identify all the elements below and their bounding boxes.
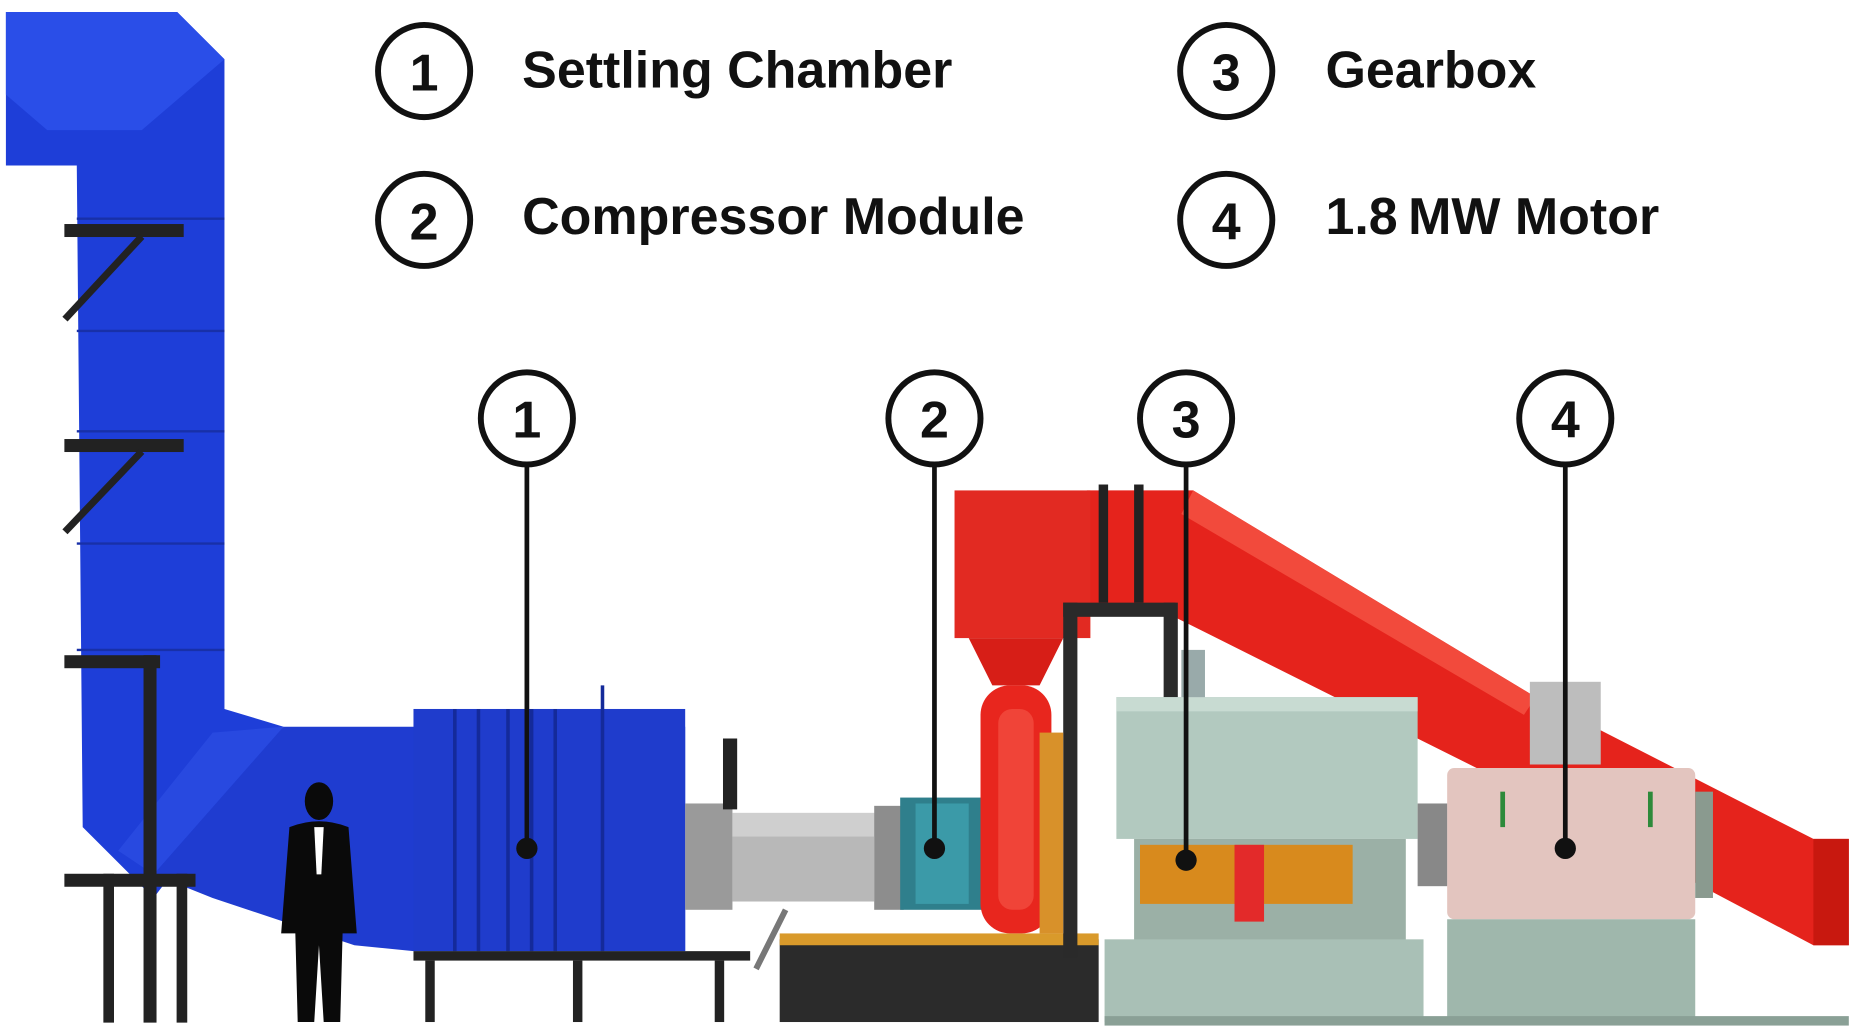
- svg-text:1: 1: [512, 392, 541, 450]
- svg-text:Settling Chamber: Settling Chamber: [522, 42, 952, 100]
- svg-text:1: 1: [410, 44, 439, 102]
- svg-text:1.8 MW Motor: 1.8 MW Motor: [1325, 188, 1659, 246]
- svg-text:2: 2: [920, 392, 949, 450]
- svg-text:3: 3: [1172, 392, 1201, 450]
- svg-text:2: 2: [410, 193, 439, 251]
- legend-item-4: 4 1.8 MW Motor: [1177, 170, 1659, 269]
- svg-text:4: 4: [1551, 392, 1580, 450]
- callout-2: 2: [885, 369, 984, 860]
- inlet-pipe: [685, 738, 904, 971]
- compressor-module: [779, 797, 1099, 1023]
- svg-text:Compressor Module: Compressor Module: [522, 188, 1024, 246]
- legend-item-2: 2 Compressor Module: [375, 170, 1025, 269]
- legend-item-3: 3 Gearbox: [1177, 22, 1536, 121]
- floor-base: [1104, 1016, 1849, 1026]
- gearbox: [1104, 649, 1424, 1023]
- settling-chamber: [413, 685, 751, 1023]
- support-frame: [1039, 602, 1178, 958]
- callout-4: 4: [1516, 369, 1615, 860]
- duct-supports: [62, 224, 196, 1023]
- callout-1: 1: [477, 369, 576, 860]
- callout-3: 3: [1137, 369, 1236, 871]
- svg-text:3: 3: [1212, 44, 1241, 102]
- legend-item-1: 1 Settling Chamber: [375, 22, 952, 121]
- svg-text:4: 4: [1212, 193, 1241, 251]
- legend: 1 Settling Chamber 2 Compressor Module 3…: [375, 22, 1659, 269]
- svg-text:Gearbox: Gearbox: [1325, 42, 1536, 100]
- person-silhouette: [281, 782, 357, 1023]
